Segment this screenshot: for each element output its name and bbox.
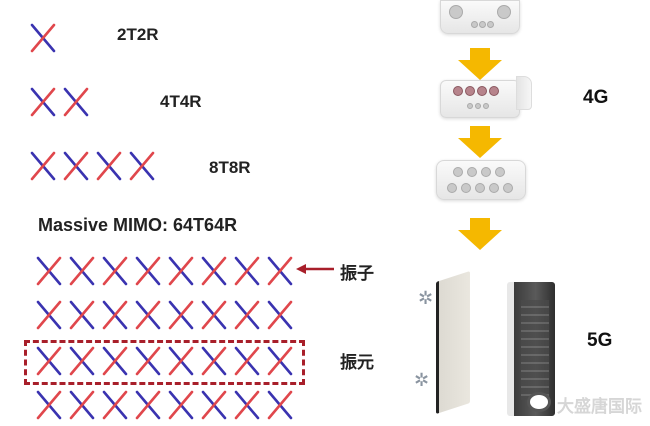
config-label-8t8r: 8T8R [209,158,251,177]
arrow-down-icon [458,126,502,158]
dipole-array-row-4 [34,389,298,423]
cross-polarized-dipole-icon [94,150,127,184]
antenna-device-8port [436,160,526,200]
cross-polarized-dipole-icon [67,389,100,423]
cross-polarized-dipole-icon [133,389,166,423]
cross-polarized-dipole-icon [133,345,166,379]
cross-polarized-dipole-icon [67,299,100,333]
cross-polarized-dipole-icon [28,86,61,120]
cross-polarized-dipole-icon [232,389,265,423]
dipole-array-row-1 [34,255,298,289]
cross-polarized-dipole-icon [28,22,61,56]
cross-polarized-dipole-icon [28,150,61,184]
cross-polarized-dipole-icon [232,345,265,379]
cross-polarized-dipole-icon [265,389,298,423]
device-4port-side [516,76,532,110]
dipole-row-4t4r [28,86,94,120]
cross-polarized-dipole-icon [34,389,67,423]
cross-polarized-dipole-icon [232,255,265,289]
cross-polarized-dipole-icon [133,255,166,289]
cross-polarized-dipole-icon [67,255,100,289]
cross-polarized-dipole-icon [265,345,298,379]
dipole-array-row-2 [34,299,298,333]
cross-polarized-dipole-icon [100,299,133,333]
cross-polarized-dipole-icon [232,299,265,333]
cross-polarized-dipole-icon [199,389,232,423]
dipole-row-8t8r [28,150,160,184]
cross-polarized-dipole-icon [61,150,94,184]
cross-polarized-dipole-icon [34,299,67,333]
annotation-unit: 振元 [340,353,374,372]
cross-polarized-dipole-icon [265,255,298,289]
aau-panel-front [436,270,470,414]
cross-polarized-dipole-icon [34,255,67,289]
dipole-array-row-3 [34,345,298,379]
generation-label-4g: 4G [583,87,609,108]
cross-polarized-dipole-icon [67,345,100,379]
cross-polarized-dipole-icon [166,345,199,379]
cross-polarized-dipole-icon [100,389,133,423]
cross-polarized-dipole-icon [133,299,166,333]
mounting-bracket-icon: ✲ [414,370,430,390]
antenna-device-2port [440,0,520,34]
cross-polarized-dipole-icon [100,345,133,379]
cross-polarized-dipole-icon [199,299,232,333]
dipole-row-2t2r [28,22,61,56]
generation-label-5g: 5G [587,330,613,351]
config-label-4t4r: 4T4R [160,92,202,111]
massive-mimo-title: Massive MIMO: 64T64R [38,215,238,235]
weibo-logo-icon [527,392,551,412]
cross-polarized-dipole-icon [166,299,199,333]
watermark-text: 大盛唐国际 [557,397,642,416]
antenna-unit-highlight-box [24,340,305,385]
cross-polarized-dipole-icon [34,345,67,379]
annotation-element: 振子 [340,264,374,283]
arrow-down-icon [458,48,502,80]
cross-polarized-dipole-icon [199,255,232,289]
cross-polarized-dipole-icon [100,255,133,289]
cross-polarized-dipole-icon [166,255,199,289]
cross-polarized-dipole-icon [199,345,232,379]
pointer-arrow-icon [296,264,334,274]
cross-polarized-dipole-icon [166,389,199,423]
cross-polarized-dipole-icon [127,150,160,184]
cross-polarized-dipole-icon [61,86,94,120]
cross-polarized-dipole-icon [265,299,298,333]
config-label-2t2r: 2T2R [117,25,159,44]
mounting-bracket-icon: ✲ [418,288,434,308]
arrow-down-icon [458,218,502,250]
antenna-device-4port [440,80,520,118]
